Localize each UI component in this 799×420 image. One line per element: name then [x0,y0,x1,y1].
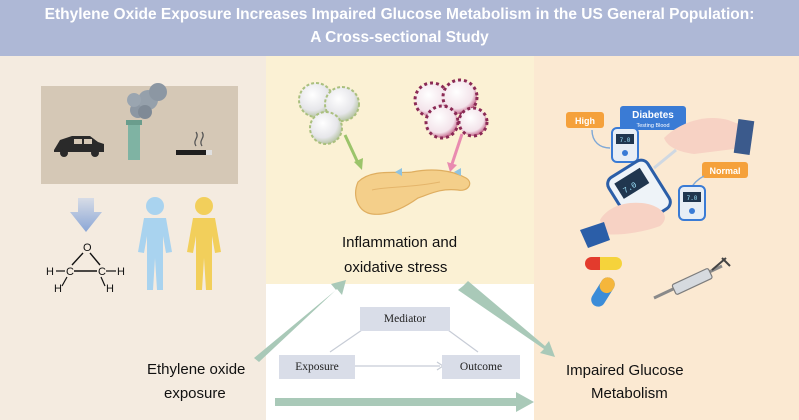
outcome-box: Outcome [442,355,520,379]
ethylene-oxide-molecule: O C C H H H H [46,242,125,295]
diabetes-sign-title: Diabetes [632,110,674,121]
glucose-meter-small: 7.0 [611,127,639,163]
atom-c-right: C [98,266,106,278]
down-arrow-icon [70,198,102,232]
diabetes-sign-subtitle: Testing Blood [636,123,669,129]
normal-tag-label: Normal [709,166,740,176]
car-icon [54,136,104,157]
atom-h-3: H [117,266,125,278]
title-bar: Ethylene Oxide Exposure Increases Impair… [0,0,799,56]
exposure-box: Exposure [279,355,355,379]
mediation-connectors [329,329,479,371]
pancreas-icon [355,169,471,215]
hand-lower-icon [580,202,665,248]
atom-h-2: H [54,283,62,295]
immune-cells-pink [413,78,489,140]
atom-h-4: H [106,283,114,295]
human-figure-blue [138,197,172,290]
right-meter-reading: 7.0 [687,195,698,202]
hand-upper-icon [664,118,755,155]
inflammation-label-line-2: oxidative stress [344,259,448,276]
atom-c-left: C [66,266,74,278]
cigarette-icon [176,131,212,155]
normal-tag: Normal [702,162,748,178]
inflammation-label-line-1: Inflammation and [342,234,458,251]
factory-icon [126,83,167,160]
high-tag: High [566,112,604,128]
title-line-1: Ethylene Oxide Exposure Increases Impair… [44,6,755,23]
syringe-icon [653,257,731,300]
atom-o: O [83,242,92,254]
immune-cells-green [298,82,360,145]
pill-capsule-icon [585,257,622,307]
impaired-label-line-1: Impaired Glucose [566,362,684,379]
exposure-to-outcome-arrow [275,392,534,412]
exposure-to-mediator-arrow [254,280,346,362]
atom-h-1: H [46,266,54,278]
impaired-label-line-2: Metabolism [591,385,668,402]
exposure-sources-box [41,83,238,184]
exposure-label-line-2: exposure [164,385,226,402]
high-tag-label: High [575,116,595,126]
human-figure-yellow [187,197,221,290]
diabetes-sign: Diabetes Testing Blood [620,106,686,130]
title-line-2: A Cross-sectional Study [310,29,489,46]
mediator-box: Mediator [360,307,450,331]
glucose-meter-right: 7.0 [678,185,706,221]
small-meter-reading: 7.0 [620,137,631,144]
exposure-label-line-1: Ethylene oxide [147,361,246,378]
mediator-to-outcome-arrow [458,281,555,357]
pathway-arrows [254,280,555,412]
